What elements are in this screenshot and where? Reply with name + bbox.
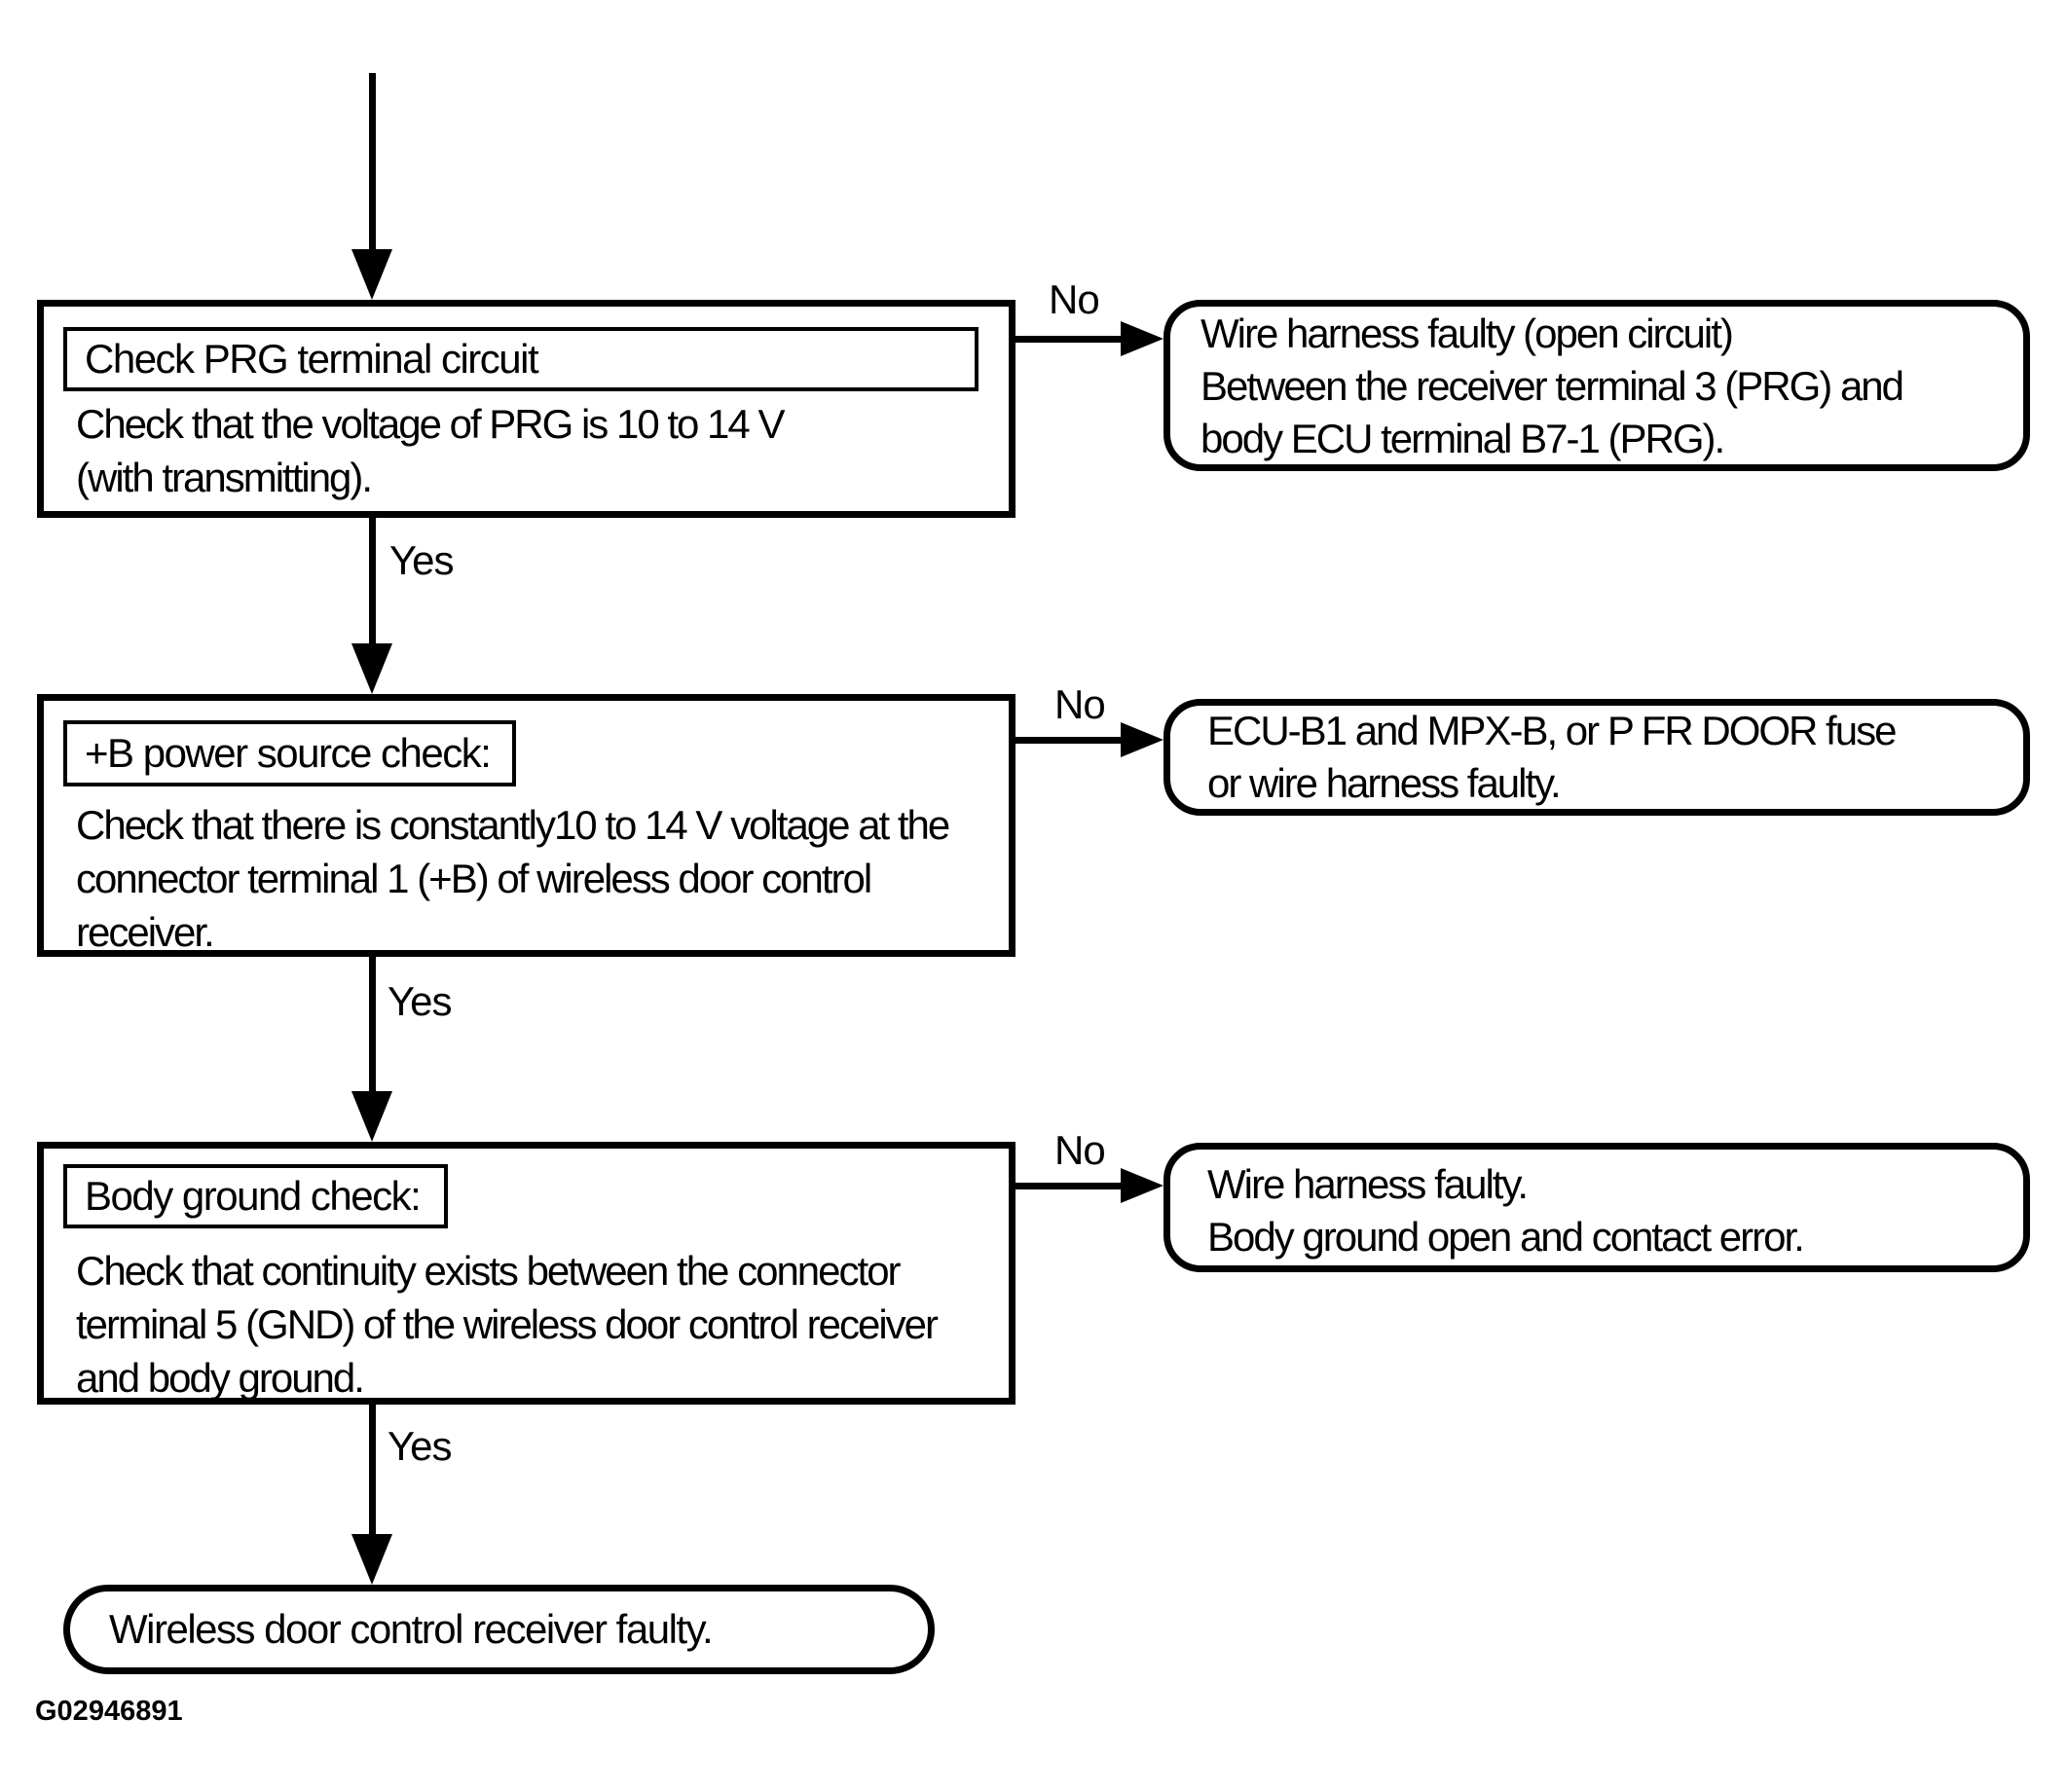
yes-label: Yes [389,537,455,583]
decision-title-box: +B power source check: [63,720,516,786]
result-box-body-ground-open [1163,1143,2030,1272]
result-text: Wire harness faulty. Body ground open an… [1207,1158,1805,1263]
yes-arrowhead-down-icon [351,1091,392,1142]
result-box-fuse-or-harness [1163,699,2030,816]
result-text-line: Wire harness faulty. [1207,1161,1529,1207]
result-text-line: Between the receiver terminal 3 (PRG) an… [1200,363,1904,409]
yes-arrowhead-down-icon [351,1534,392,1585]
decision-body-line: Check that the voltage of PRG is 10 to 1… [76,401,785,447]
no-arrowhead-right-icon [1121,722,1163,757]
no-label: No [1054,681,1106,727]
decision-body-line: and body ground. [76,1355,365,1401]
result-text-line: ECU-B1 and MPX-B, or P FR DOOR fuse [1207,708,1897,753]
decision-body-line: Check that there is constantly10 to 14 V… [76,802,950,848]
no-arrow-line [1016,737,1123,744]
result-text-line: Wire harness faulty (open circuit) [1200,311,1734,356]
decision-body-line: Check that continuity exists between the… [76,1248,902,1294]
result-text: ECU-B1 and MPX-B, or P FR DOOR fuse or w… [1207,705,1897,810]
decision-title-box: Body ground check: [63,1164,448,1228]
yes-arrow-line [369,518,376,649]
entry-arrow-line [369,73,376,255]
yes-label: Yes [388,978,453,1024]
decision-body: Check that there is constantly10 to 14 V… [76,798,950,959]
result-box-wire-harness-open [1163,300,2030,471]
entry-arrowhead-down-icon [351,249,392,300]
yes-arrow-line [369,957,376,1097]
decision-body-line: receiver. [76,909,215,955]
no-arrow-line [1016,336,1123,343]
no-arrowhead-right-icon [1121,1168,1163,1203]
decision-body-line: (with transmitting). [76,455,373,500]
decision-body: Check that the voltage of PRG is 10 to 1… [76,397,785,504]
result-text: Wire harness faulty (open circuit) Betwe… [1200,308,1904,465]
yes-label: Yes [388,1423,453,1469]
decision-title: Body ground check: [85,1173,422,1219]
no-arrowhead-right-icon [1121,321,1163,356]
decision-title: +B power source check: [85,730,492,776]
final-result-box: Wireless door control receiver faulty. [63,1585,935,1674]
decision-body-line: terminal 5 (GND) of the wireless door co… [76,1301,939,1347]
decision-body: Check that continuity exists between the… [76,1244,939,1405]
result-text-line: Body ground open and contact error. [1207,1214,1805,1260]
decision-title: Check PRG terminal circuit [85,336,539,382]
decision-title-box: Check PRG terminal circuit [63,327,979,391]
figure-code: G02946891 [35,1696,183,1727]
yes-arrow-line [369,1405,376,1540]
result-text-line: body ECU terminal B7-1 (PRG). [1200,416,1725,461]
yes-arrowhead-down-icon [351,643,392,694]
final-result-text: Wireless door control receiver faulty. [109,1606,714,1652]
no-label: No [1049,276,1100,322]
no-label: No [1054,1127,1106,1173]
decision-body-line: connector terminal 1 (+B) of wireless do… [76,856,872,901]
no-arrow-line [1016,1183,1123,1189]
result-text-line: or wire harness faulty. [1207,760,1562,806]
